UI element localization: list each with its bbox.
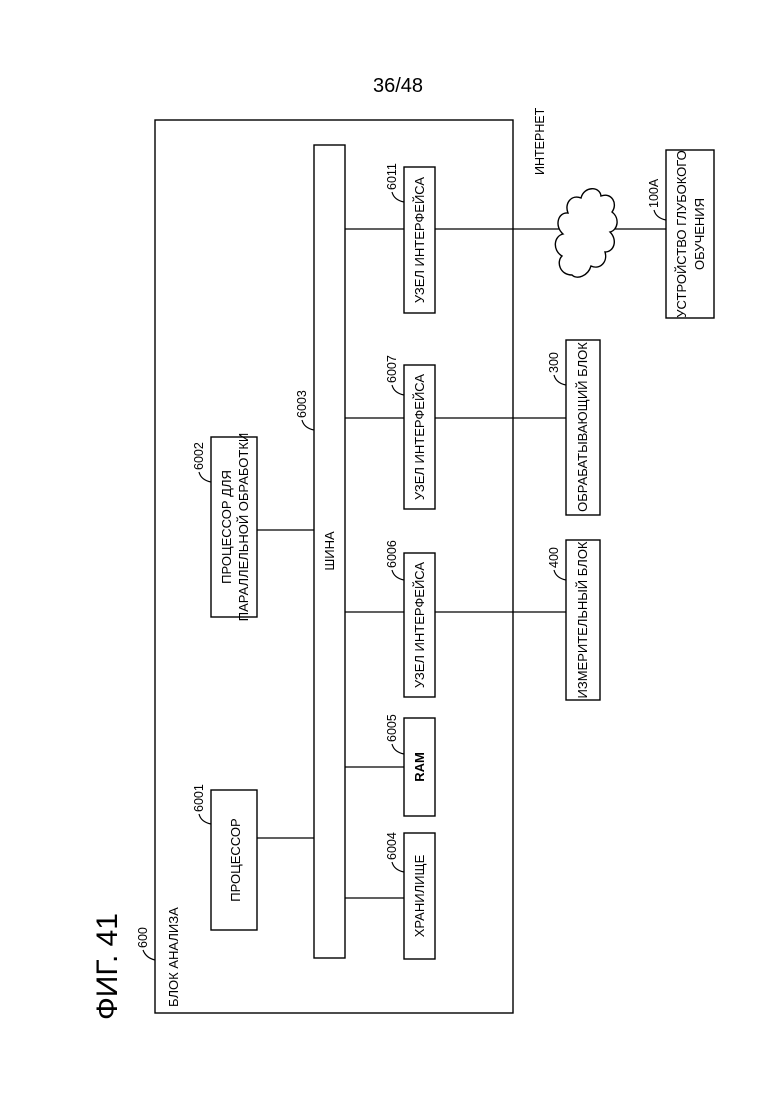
page-number: 36/48 <box>373 75 423 97</box>
processing-unit-ref: 300 <box>547 352 561 373</box>
deep-learning-device-label-1: УСТРОЙСТВО ГЛУБОКОГО <box>674 150 689 317</box>
processor-ref: 6001 <box>192 784 206 812</box>
interface-6011-label: УЗЕЛ ИНТЕРФЕЙСА <box>412 177 427 304</box>
analysis-unit-leader <box>143 950 155 960</box>
storage-ref: 6004 <box>385 832 399 860</box>
bus-ref: 6003 <box>295 390 309 418</box>
bus-label: ШИНА <box>322 531 337 571</box>
storage-label: ХРАНИЛИЩЕ <box>412 854 427 937</box>
measuring-unit-label: ИЗМЕРИТЕЛЬНЫЙ БЛОК <box>575 541 590 698</box>
analysis-unit-label: БЛОК АНАЛИЗА <box>166 907 181 1007</box>
ram-label: RAM <box>412 752 427 782</box>
interface-6006-label: УЗЕЛ ИНТЕРФЕЙСА <box>412 562 427 689</box>
internet-label: ИНТЕРНЕТ <box>533 107 547 175</box>
processing-unit-label: ОБРАБАТЫВАЮЩИЙ БЛОК <box>575 342 590 512</box>
processing-unit-leader <box>554 375 566 385</box>
internet-cloud-icon <box>555 189 617 277</box>
parallel-processor-label-2: ПАРАЛЛЕЛЬНОЙ ОБРАБОТКИ <box>236 433 251 622</box>
interface-6007-label: УЗЕЛ ИНТЕРФЕЙСА <box>412 374 427 501</box>
figure-title: ФИГ. 41 <box>91 913 124 1020</box>
measuring-unit-leader <box>554 570 566 580</box>
processor-label: ПРОЦЕССОР <box>228 818 243 901</box>
interface-6007-ref: 6007 <box>385 355 399 383</box>
deep-learning-device-ref: 100A <box>647 178 661 208</box>
parallel-processor-ref: 6002 <box>192 442 206 470</box>
deep-learning-device-label-2: ОБУЧЕНИЯ <box>692 198 707 270</box>
parallel-processor-label-1: ПРОЦЕССОР ДЛЯ <box>219 470 234 584</box>
interface-6011-ref: 6011 <box>385 163 399 190</box>
measuring-unit-ref: 400 <box>547 547 561 568</box>
analysis-unit-ref: 600 <box>136 927 150 948</box>
deep-learning-device-leader <box>654 210 666 220</box>
interface-6006-ref: 6006 <box>385 540 399 568</box>
ram-ref: 6005 <box>385 714 399 742</box>
